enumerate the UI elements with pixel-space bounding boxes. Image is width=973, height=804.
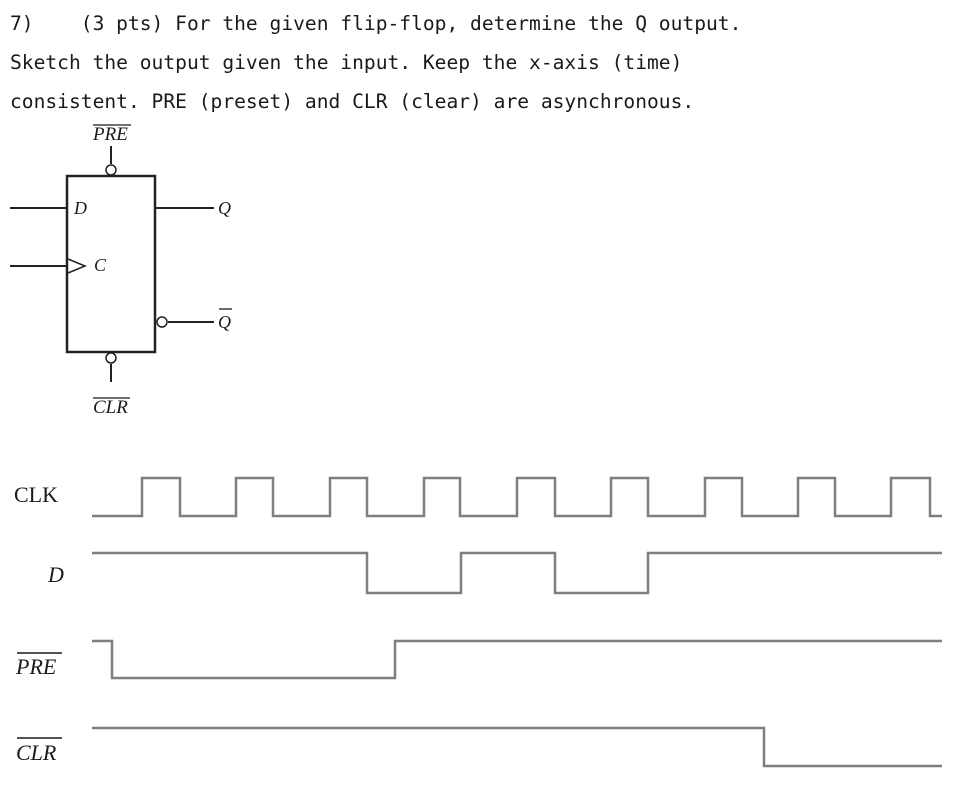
question-line-1: 7) (3 pts) For the given flip-flop, dete… xyxy=(10,12,742,35)
clr-signal-label: CLR xyxy=(16,740,57,765)
d-flip-flop xyxy=(10,146,214,382)
d-signal-label: D xyxy=(47,562,64,587)
timing-waveforms xyxy=(92,476,942,768)
pre-inversion-bubble xyxy=(105,164,117,176)
d-waveform xyxy=(92,551,942,595)
question-text: 7) (3 pts) For the given flip-flop, dete… xyxy=(10,4,741,121)
clr-label: CLR xyxy=(93,397,128,418)
clk-waveform xyxy=(92,476,942,518)
q-output-label: Q xyxy=(218,198,231,218)
qbar-inversion-bubble xyxy=(156,316,168,328)
clr-inversion-bubble xyxy=(105,352,117,364)
clk-signal-label: CLK xyxy=(14,482,58,507)
qbar-output-label: Q xyxy=(218,312,231,332)
question-line-3: consistent. PRE (preset) and CLR (clear)… xyxy=(10,90,695,113)
question-line-2: Sketch the output given the input. Keep … xyxy=(10,51,683,74)
pre-waveform xyxy=(92,639,942,680)
pre-signal-label: PRE xyxy=(15,654,57,679)
clock-edge-triangle xyxy=(67,258,87,274)
c-pin-label: C xyxy=(94,255,107,275)
clr-waveform xyxy=(92,726,942,768)
d-pin-label: D xyxy=(73,198,87,218)
flip-flop-labels: PRE D C Q Q CLR xyxy=(73,124,232,418)
timing-signal-labels: CLK D PRE CLR xyxy=(14,482,64,765)
flip-flop-body xyxy=(65,174,157,354)
pre-label: PRE xyxy=(92,124,128,145)
